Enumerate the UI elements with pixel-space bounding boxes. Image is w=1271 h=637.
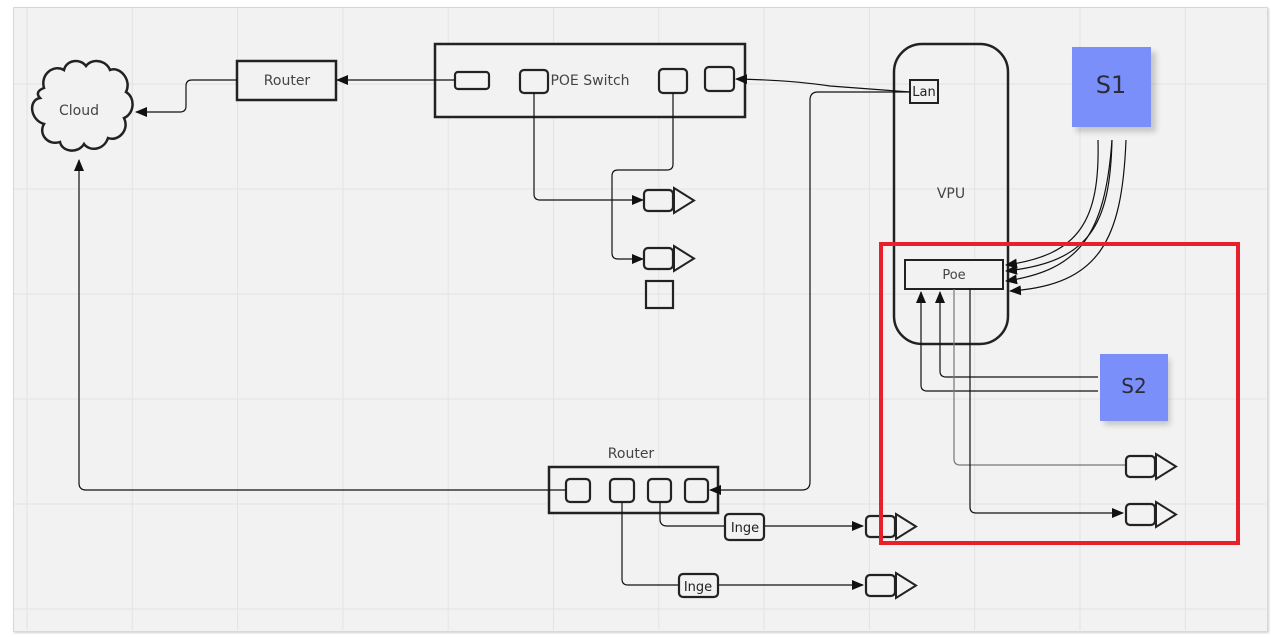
output-triangle-icon — [895, 571, 918, 600]
link-label-1-text: Inge — [731, 521, 759, 536]
wire-s1-to-poe-3[interactable] — [1005, 139, 1113, 285]
wire-s1-to-poe-1[interactable] — [1005, 139, 1099, 269]
output-device-4[interactable] — [1124, 500, 1178, 529]
wire-router-to-output-5[interactable] — [659, 502, 864, 531]
wire-router-to-output-6[interactable] — [621, 502, 864, 590]
output-port — [1124, 502, 1157, 527]
output-triangle-icon — [673, 244, 696, 273]
grid — [14, 8, 1266, 630]
bottom-router-port-1[interactable] — [564, 477, 592, 504]
sticky-s2-label: S2 — [1121, 374, 1146, 398]
output-port — [1124, 454, 1157, 479]
output-device-6[interactable] — [864, 571, 918, 600]
wire-switch-to-output-1[interactable] — [533, 93, 644, 205]
standalone-square[interactable] — [644, 279, 675, 310]
link-label-2-box — [677, 572, 720, 599]
connections — [74, 74, 1127, 590]
wire-lan-to-bottom-router[interactable] — [709, 91, 910, 495]
poe-switch-port-2[interactable] — [518, 68, 550, 95]
sticky-s1-label: S1 — [1096, 71, 1127, 99]
output-port — [642, 188, 675, 213]
output-triangle-icon — [1155, 452, 1178, 481]
cloud-label: Cloud — [59, 103, 99, 119]
poe-switch-port-1[interactable] — [453, 70, 491, 91]
output-port — [864, 573, 897, 598]
wire-s2-to-poe-1[interactable] — [935, 291, 1098, 378]
output-port — [642, 246, 675, 271]
poe-switch-node[interactable]: POE Switch — [433, 42, 747, 119]
poe-switch-port-4[interactable] — [703, 65, 736, 93]
wire-s1-to-poe-2[interactable] — [1005, 139, 1113, 275]
poe-switch-port-3[interactable] — [657, 67, 689, 95]
sticky-note-s2[interactable]: S2 — [1100, 354, 1170, 425]
poe-switch-label: POE Switch — [550, 73, 629, 89]
link-label-2[interactable]: Inge — [677, 572, 720, 599]
bottom-router-node[interactable]: Router — [547, 446, 720, 515]
wire-poe-to-output-3[interactable] — [953, 289, 1125, 466]
output-device-2[interactable] — [642, 244, 696, 273]
wire-switch-to-output-2[interactable] — [611, 93, 674, 264]
top-router-box — [235, 59, 338, 102]
output-triangle-icon — [1155, 500, 1178, 529]
link-label-1[interactable]: Inge — [723, 512, 766, 542]
cloud-node[interactable]: Cloud — [31, 59, 134, 152]
top-router-node[interactable]: Router — [235, 59, 338, 102]
wire-lan-to-switch[interactable] — [735, 74, 911, 93]
cloud-icon — [31, 59, 134, 152]
wire-router-to-cloud[interactable] — [135, 79, 237, 117]
link-label-2-text: Inge — [684, 580, 712, 595]
wire-bottom-router-to-cloud[interactable] — [74, 159, 566, 491]
bottom-router-label: Router — [608, 446, 655, 462]
vpu-box — [892, 42, 1010, 346]
output-device-5[interactable] — [864, 512, 918, 541]
sticky-s2-body — [1100, 354, 1168, 421]
sticky-s1-body — [1072, 47, 1151, 127]
output-triangle-icon — [895, 512, 918, 541]
output-triangle-icon — [673, 186, 696, 215]
output-device-3[interactable] — [1124, 452, 1178, 481]
vpu-poe-port[interactable] — [904, 259, 1004, 290]
highlight-box — [879, 242, 1240, 545]
bottom-router-port-2[interactable] — [608, 477, 636, 504]
vpu-lan-label: Lan — [912, 85, 935, 100]
wire-s2-to-poe-2[interactable] — [916, 291, 1098, 392]
vpu-label: VPU — [937, 186, 965, 202]
output-device-1[interactable] — [642, 186, 696, 215]
vpu-node[interactable]: VPU Lan Poe — [892, 42, 1010, 346]
vpu-poe-label: Poe — [942, 268, 965, 283]
top-router-label: Router — [264, 73, 311, 89]
bottom-router-port-3[interactable] — [646, 477, 673, 504]
wire-s1-to-poe-4[interactable] — [1009, 139, 1127, 296]
bottom-router-port-4[interactable] — [683, 477, 710, 504]
link-label-1-box — [723, 512, 766, 542]
sticky-note-s1[interactable]: S1 — [1072, 47, 1156, 132]
wire-poe-to-output-4[interactable] — [969, 289, 1124, 518]
